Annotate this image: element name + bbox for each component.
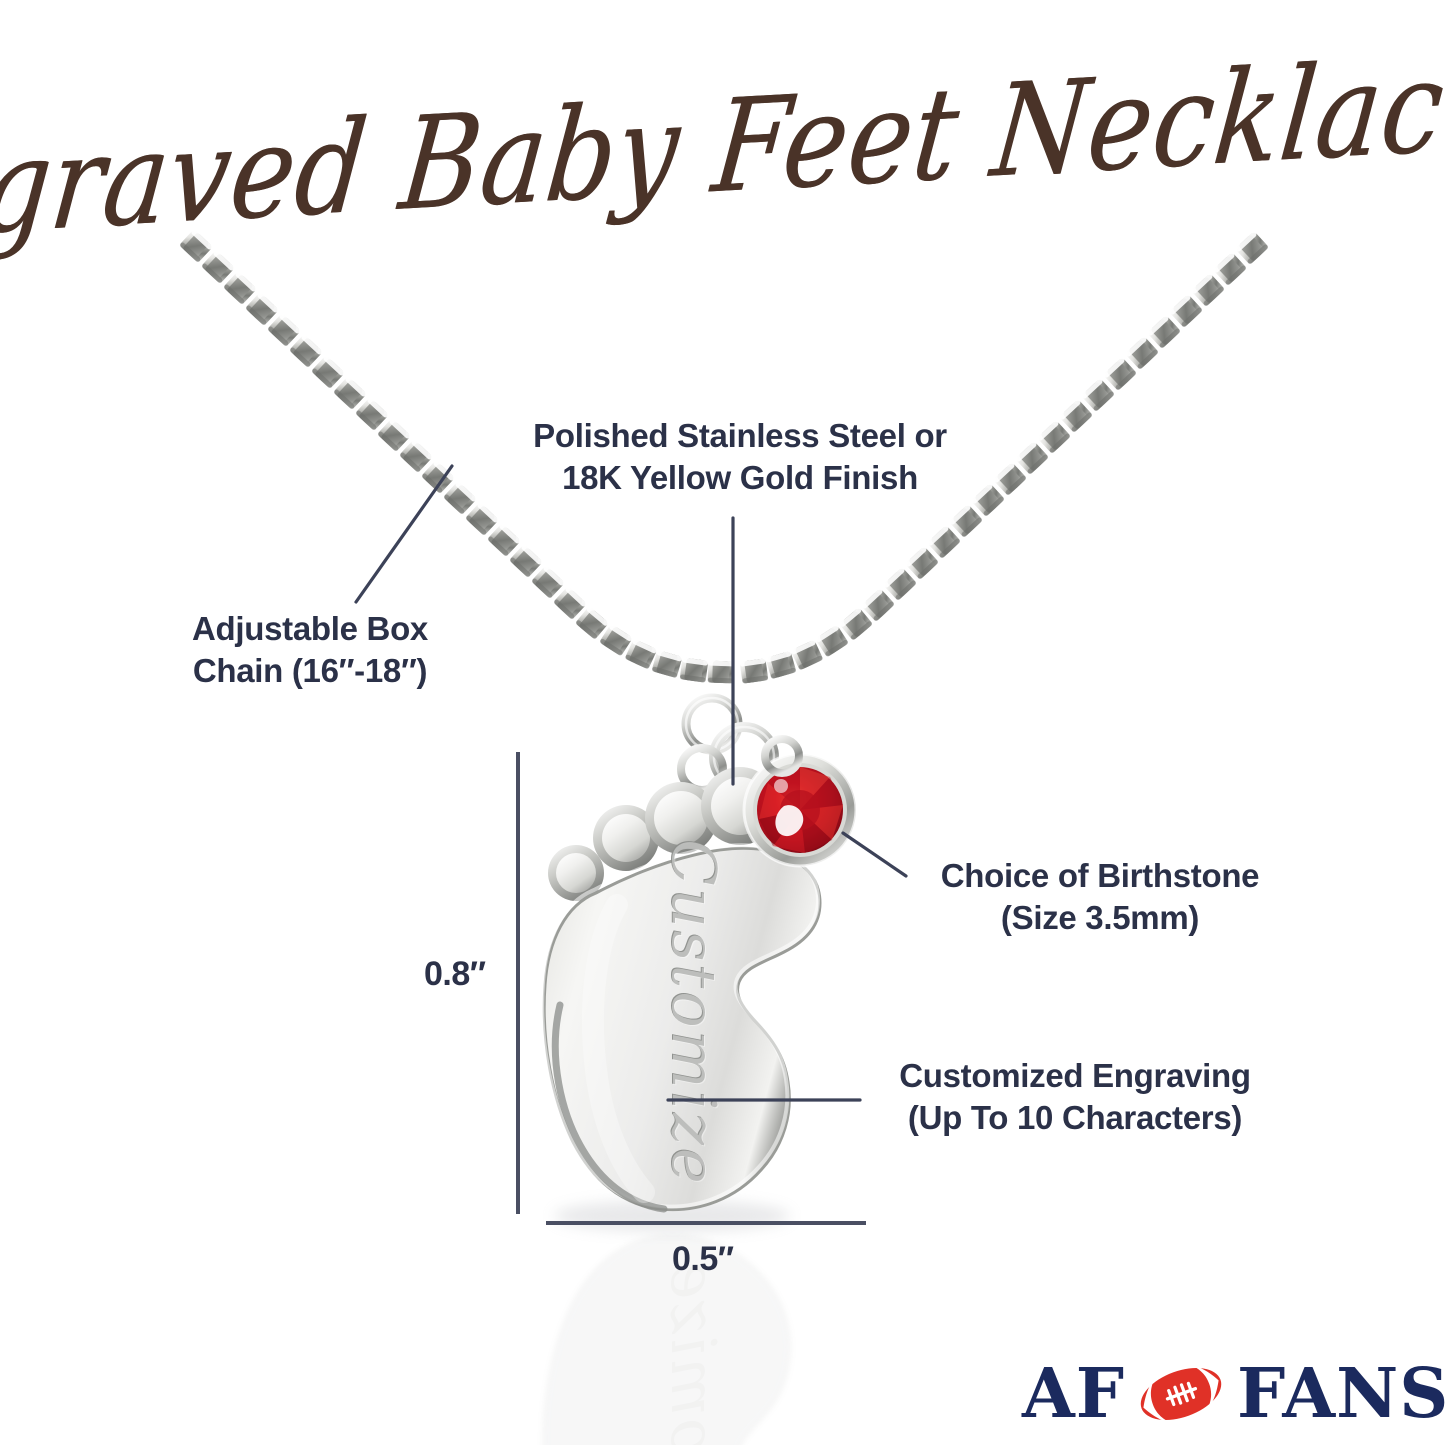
callout-birthstone-line-1: Choice of Birthstone — [940, 857, 1260, 894]
callout-finish-line-2: 18K Yellow Gold Finish — [562, 459, 918, 497]
brand-logo: AF FANS — [1022, 1352, 1445, 1436]
callout-engraving-line-1: Customized Engraving — [899, 1057, 1251, 1094]
logo-word-af: AF — [1022, 1354, 1126, 1434]
callout-chain-line-1: Adjustable Box — [191, 610, 428, 647]
logo-word-fans: FANS — [1237, 1354, 1445, 1434]
callout-finish: Polished Stainless Steel or 18K Yellow G… — [495, 415, 985, 499]
football-icon — [1140, 1365, 1222, 1423]
callout-engraving-line-2: (Up To 10 Characters) — [907, 1099, 1243, 1137]
baby-foot-pendant: Customize Customize — [540, 767, 822, 1213]
callout-birthstone-line-2: (Size 3.5mm) — [1000, 899, 1200, 937]
pendant-toes — [548, 767, 779, 901]
callout-chain-line-2: Chain (16″-18″) — [192, 652, 428, 690]
callout-birthstone: Choice of Birthstone (Size 3.5mm) — [900, 855, 1300, 939]
leader-line-birthstone — [841, 831, 908, 878]
pendant-engraving-text: Customize — [657, 838, 730, 1185]
dimension-label-width: 0.5″ — [672, 1240, 734, 1278]
dimension-label-height: 0.8″ — [424, 955, 486, 993]
svg-text:Customize: Customize — [658, 839, 731, 1186]
callout-engraving: Customized Engraving (Up To 10 Character… — [855, 1055, 1295, 1139]
birthstone-charm — [742, 735, 858, 868]
leader-line-chain — [354, 464, 454, 604]
pendant-reflection: Customize — [542, 1234, 822, 1445]
callout-chain: Adjustable Box Chain (16″-18″) — [150, 608, 470, 692]
callout-finish-line-1: Polished Stainless Steel or — [533, 417, 947, 454]
svg-text:Customize: Customize — [657, 1260, 730, 1445]
